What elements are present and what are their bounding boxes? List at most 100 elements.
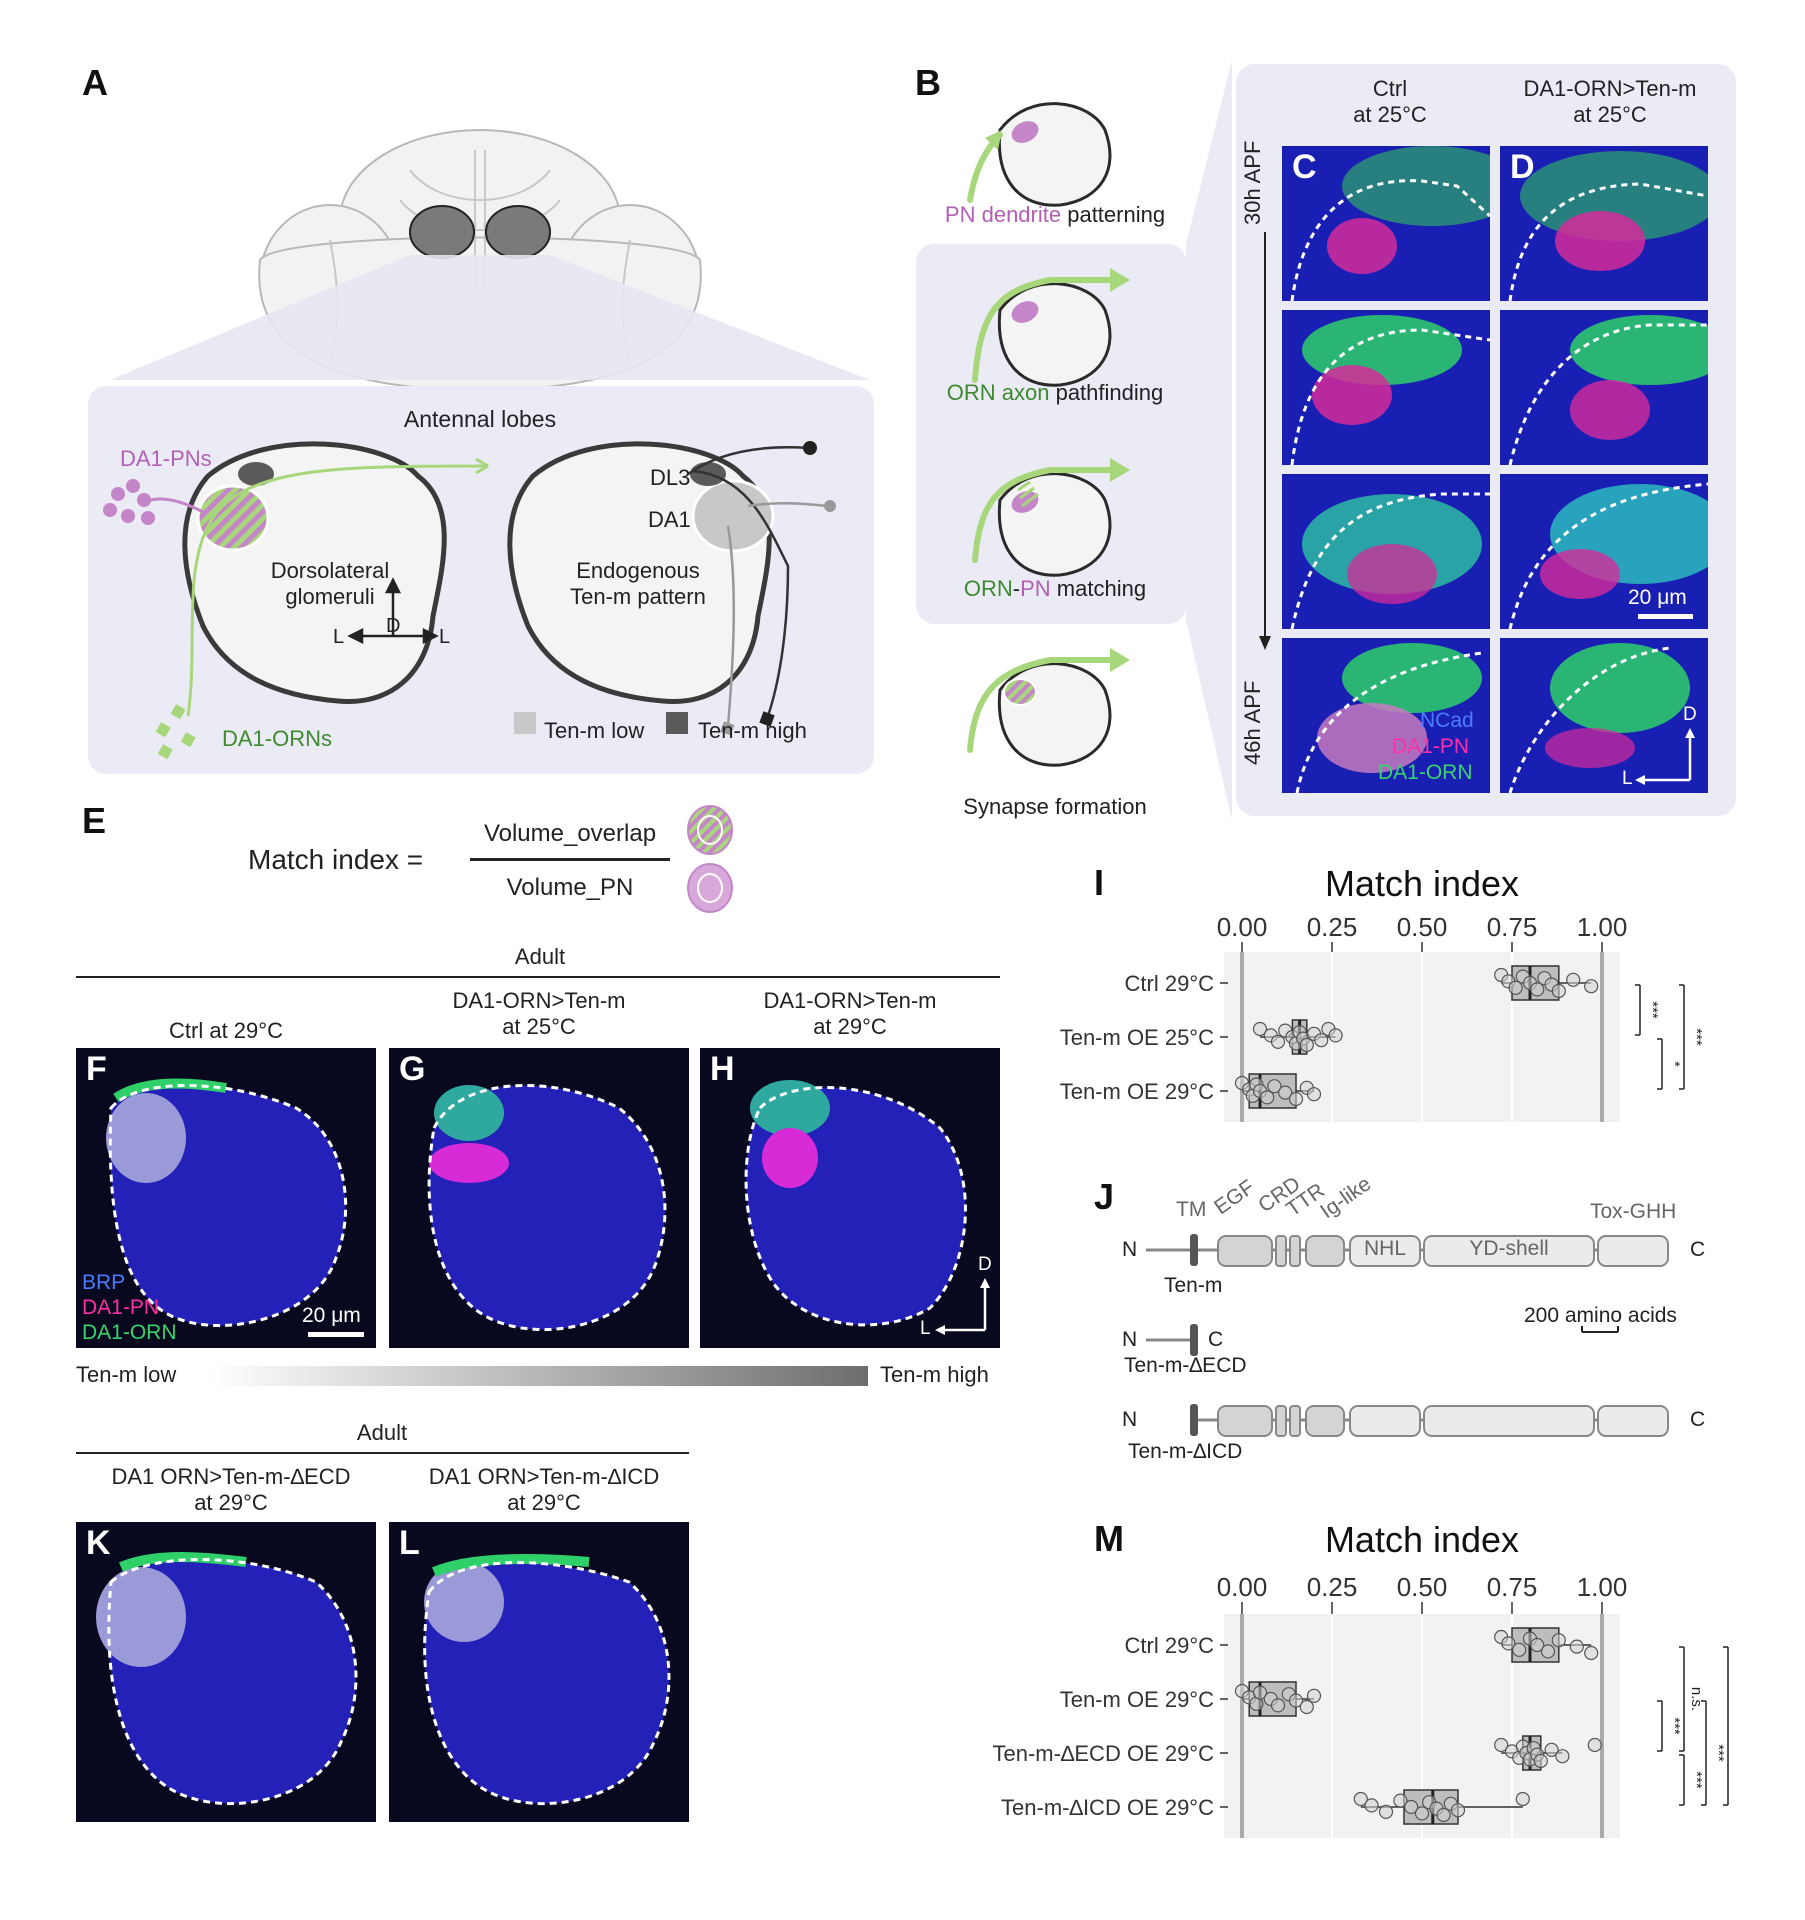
left-lobe-label: Dorsolateral glomeruli [270, 558, 390, 609]
n-term-2: N [1122, 1328, 1138, 1351]
right-axons-dark [687, 446, 809, 717]
c-term-1: C [1690, 1238, 1706, 1261]
micro-c-row4: NCad DA1-PN DA1-ORN [1282, 638, 1490, 793]
grad-low-label: Ten-m low [76, 1362, 177, 1387]
significance-label: *** [1644, 1001, 1661, 1019]
x-tick-label: 1.00 [1577, 912, 1628, 942]
da1-orns-label: DA1-ORNs [222, 726, 333, 751]
axis-d-h: D [978, 1254, 992, 1275]
category-label: Ctrl 29°C [1125, 1633, 1215, 1658]
panel-label-m: M [1094, 1518, 1124, 1559]
legend-high-swatch [666, 712, 688, 734]
step3-orn: ORN [963, 576, 1013, 601]
name-ten-m: Ten-m [1164, 1274, 1223, 1297]
label-yd-shell: YD-shell [1469, 1237, 1549, 1260]
data-point [1587, 1737, 1602, 1753]
micro-f: F BRP DA1-PN DA1-ORN 20 μm [76, 1048, 376, 1348]
x-tick-label: 0.50 [1397, 912, 1448, 942]
category-label: Ten-m OE 25°C [1060, 1025, 1214, 1050]
micro-l: L [389, 1522, 689, 1822]
legend-cd: NCad DA1-PN DA1-ORN [1378, 708, 1474, 786]
scale-bar-f [308, 1332, 364, 1337]
adult-header-kl: Adult [356, 1420, 408, 1445]
data-point [1501, 1636, 1516, 1651]
panel-label-l: L [399, 1524, 420, 1562]
legend-da1-pn-cd: DA1-PN [1392, 735, 1470, 758]
panel-label-i: I [1094, 862, 1105, 903]
axis-d-label: D [386, 615, 401, 637]
panel-label-g: G [399, 1050, 426, 1088]
x-tick-label: 0.00 [1217, 1572, 1268, 1602]
data-point [1512, 1642, 1527, 1657]
axis-l-left: L [333, 626, 345, 648]
step2-highlight: ORN axon [946, 380, 1050, 405]
category-label: Ten-m-∆ICD OE 29°C [1001, 1795, 1214, 1820]
right-axons-grey [726, 502, 829, 727]
micro-c-row2 [1282, 310, 1490, 465]
panel-label-e: E [82, 800, 107, 841]
data-point [1530, 1637, 1545, 1653]
time-46h: 46h APF [1240, 680, 1265, 765]
data-point [1555, 1749, 1570, 1764]
data-point [1314, 1033, 1329, 1048]
data-point [1551, 983, 1566, 999]
legend-brp: BRP [82, 1271, 126, 1294]
step1-highlight: PN dendrite [944, 202, 1062, 227]
step-synapse: Synapse formation [963, 794, 1147, 819]
orn-cell-bodies [155, 704, 196, 760]
significance-label: * [1666, 1061, 1683, 1067]
category-label: Ten-m-∆ECD OE 29°C [992, 1741, 1214, 1766]
antennal-lobes-in-brain [409, 205, 551, 259]
legend-low-swatch [514, 712, 536, 734]
step-orn-pn-matching: ORN-PN matching [910, 576, 1200, 602]
chart-title: Match index [1325, 1519, 1519, 1560]
data-point [1270, 1034, 1286, 1049]
title-k: DA1 ORN>Ten-m-∆ECD at 29°C [111, 1464, 351, 1515]
col-tenm-title: DA1-ORN>Ten-m at 25°C [1523, 76, 1697, 127]
dl3-label: DL3 [650, 465, 691, 490]
x-tick-label: 0.75 [1487, 1572, 1538, 1602]
title-g: DA1-ORN>Ten-m at 25°C [452, 988, 626, 1039]
data-point [1530, 982, 1545, 997]
micro-c-row1: C [1282, 146, 1490, 301]
fraction-bar [470, 858, 670, 861]
da1-glomerulus-left [196, 484, 270, 552]
adult-line-fgh [76, 976, 1000, 978]
data-point [1252, 1021, 1268, 1037]
da1-label: DA1 [648, 507, 691, 532]
x-tick-label: 0.25 [1307, 1572, 1358, 1602]
orn-axon [186, 464, 489, 717]
x-tick-label: 0.75 [1487, 912, 1538, 942]
step-orn-axon: ORN axon pathfinding [910, 380, 1200, 406]
brain-schematic [110, 129, 870, 392]
step-pn-dendrite: PN dendrite patterning [910, 202, 1200, 228]
significance-label: *** [1666, 1717, 1683, 1735]
numerator: Volume_overlap [483, 820, 657, 847]
scale-cd: 20 μm [1628, 586, 1687, 609]
legend-da1-orn-cd: DA1-ORN [1378, 761, 1473, 784]
title-f: Ctrl at 29°C [169, 1018, 283, 1043]
significance-label: *** [1710, 1744, 1727, 1762]
panel-label-b: B [915, 62, 941, 103]
legend-high-label: Ten-m high [698, 718, 807, 743]
step3-lobe [997, 472, 1112, 577]
col-ctrl-title: Ctrl at 25°C [1353, 76, 1427, 127]
data-point [1267, 1079, 1282, 1094]
data-point [1436, 1807, 1451, 1823]
x-tick-label: 0.25 [1307, 912, 1358, 942]
panel-label-k: K [86, 1524, 111, 1562]
x-tick-label: 1.00 [1577, 1572, 1628, 1602]
data-point [1353, 1791, 1368, 1807]
label-tm: TM [1176, 1198, 1207, 1221]
data-point [1288, 1091, 1304, 1107]
step3-pn: PN [1020, 576, 1051, 601]
micro-d-row3: 20 μm [1500, 474, 1708, 629]
adult-header-fgh: Adult [514, 944, 566, 969]
significance-label: *** [1688, 1771, 1705, 1789]
data-point [1270, 1698, 1286, 1713]
step3-dash: - [1012, 576, 1021, 601]
data-point [1515, 1791, 1530, 1807]
time-arrow [1259, 232, 1271, 650]
da1-pns-label: DA1-PNs [120, 446, 212, 471]
